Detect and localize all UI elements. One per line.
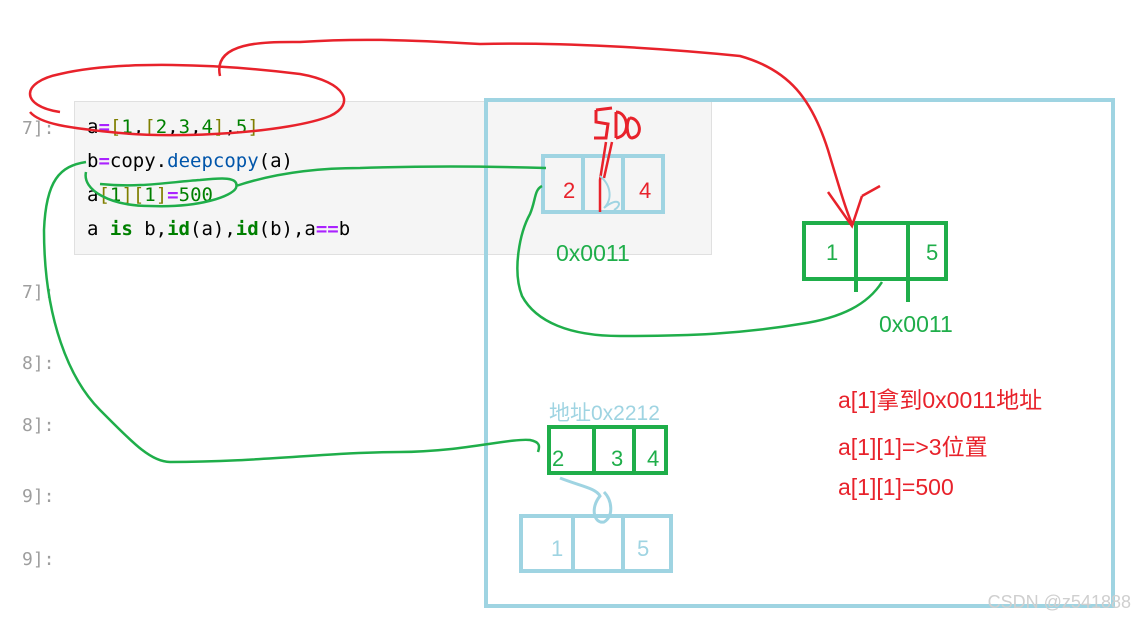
- code-token: copy: [109, 150, 156, 172]
- code-token: [: [144, 116, 156, 138]
- inner-list-top: [541, 154, 665, 214]
- red-loop-a: [28, 63, 346, 137]
- code-token: 500: [178, 184, 213, 206]
- code-token: 1: [144, 184, 156, 206]
- green-path-a11: [84, 165, 547, 208]
- code-line-4: a is b,id(a),id(b),a==b: [87, 218, 350, 240]
- code-token: ]: [121, 184, 133, 206]
- code-token: [: [98, 184, 110, 206]
- address-top-label: 0x0011: [556, 240, 630, 266]
- code-token: 1: [121, 116, 133, 138]
- inner-list-top-cell-3: [621, 154, 665, 214]
- watermark: CSDN @z541888: [987, 592, 1131, 612]
- code-line-3: a[1][1]=500: [87, 184, 213, 206]
- outer-list-cell-2: [854, 221, 910, 281]
- outer-list-value-3: 5: [926, 240, 939, 265]
- cell-prompt-3: 8]:: [22, 353, 55, 374]
- outer-list-copy-cell-3: [621, 514, 673, 573]
- scribble-500: [594, 106, 641, 140]
- outer-list-copy-cell-2: [571, 514, 625, 573]
- code-token: ,: [132, 116, 145, 138]
- outer-list-copy-cell-1: [519, 514, 575, 573]
- cell-prompt-6: 9]:: [22, 549, 55, 570]
- outer-list-copy: [519, 514, 673, 573]
- code-token: a: [87, 218, 110, 240]
- code-token: (b),a: [258, 218, 316, 240]
- inner-list-copy-value-3: 4: [647, 446, 660, 471]
- code-token: 4: [201, 116, 213, 138]
- code-token: =: [167, 184, 179, 206]
- inner-list-copy: [547, 425, 668, 475]
- code-token: (a): [258, 150, 293, 172]
- outer-list-copy-value-1: 1: [551, 536, 564, 561]
- code-token: ==: [315, 218, 339, 240]
- code-token: ,: [224, 116, 236, 138]
- cell-prompt-1: 7]:: [22, 118, 55, 139]
- code-token: 2: [155, 116, 168, 138]
- note-2: a[1][1]=>3位置: [838, 434, 988, 460]
- outer-list-copy-value-3: 5: [637, 536, 650, 561]
- scribble-light: [599, 175, 620, 211]
- green-path-outer-to-inner: [516, 184, 884, 338]
- code-token: =: [98, 150, 110, 172]
- code-token: (a),: [190, 218, 236, 240]
- code-token: .: [155, 150, 168, 172]
- code-token: b: [338, 218, 351, 240]
- cell-prompt-2: 7]:: [22, 282, 55, 303]
- code-cell[interactable]: a=[1,[2,3,4],5] b=copy.deepcopy(a) a[1][…: [74, 101, 712, 255]
- green-path-b: [42, 160, 541, 464]
- outer-list-cell-3: [906, 221, 948, 281]
- code-token: a: [87, 116, 99, 138]
- inner-list-top-value-1: 2: [563, 178, 576, 203]
- code-token: id: [235, 218, 259, 240]
- code-token: ]: [212, 116, 225, 138]
- inner-list-copy-value-1: 2: [552, 446, 565, 471]
- red-arc-to-outer: [218, 38, 854, 225]
- red-arrowhead: [826, 184, 881, 229]
- code-token: ,: [190, 116, 202, 138]
- code-token: 1: [109, 184, 122, 206]
- code-token: ]: [155, 184, 168, 206]
- code-token: =: [98, 116, 110, 138]
- outer-list: [802, 221, 948, 302]
- note-3: a[1][1]=500: [838, 474, 954, 500]
- memory-frame: [484, 98, 1115, 608]
- code-token: [: [109, 116, 122, 138]
- address-copy-label: 地址0x2212: [549, 402, 660, 425]
- code-token: deepcopy: [167, 150, 259, 172]
- code-token: id: [167, 218, 190, 240]
- code-line-1: a=[1,[2,3,4],5]: [87, 116, 259, 138]
- outer-list-address-label: 0x0011: [879, 311, 953, 337]
- code-token: is: [109, 218, 133, 240]
- cell-prompt-5: 9]:: [22, 486, 55, 507]
- scribble-arrow: [598, 141, 614, 212]
- inner-list-copy-value-2: 3: [611, 446, 624, 471]
- code-token: a: [87, 184, 99, 206]
- outer-list-value-1: 1: [826, 240, 839, 265]
- inner-list-top-value-3: 4: [639, 178, 652, 203]
- note-1: a[1]拿到0x0011地址: [838, 387, 1043, 413]
- code-token: ]: [247, 116, 259, 138]
- code-token: [: [132, 184, 145, 206]
- code-token: ,: [167, 116, 179, 138]
- code-token: b,: [132, 218, 168, 240]
- code-token: 5: [235, 116, 248, 138]
- code-token: 3: [178, 116, 191, 138]
- code-line-2: b=copy.deepcopy(a): [87, 150, 293, 172]
- cell-prompt-4: 8]:: [22, 415, 55, 436]
- code-token: b: [87, 150, 99, 172]
- inner-list-copy-cell-3: [632, 425, 668, 475]
